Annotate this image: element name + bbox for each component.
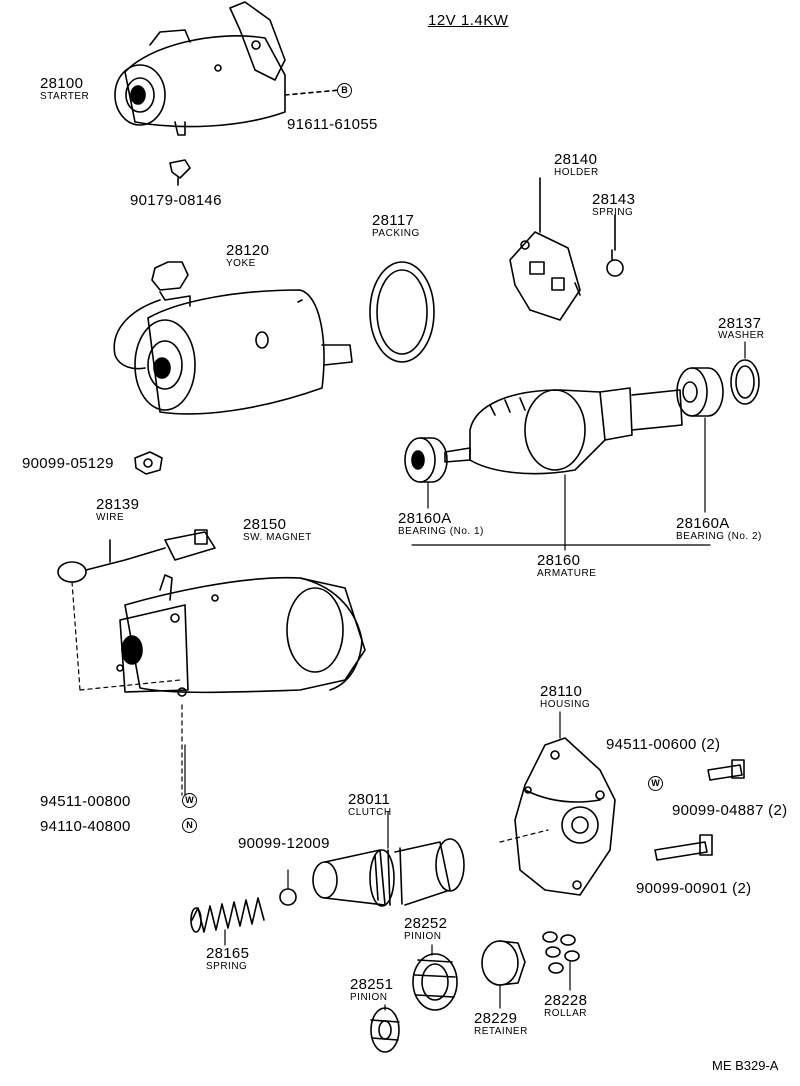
housing-drawing — [499, 711, 616, 896]
sw-magnet-drawing — [71, 574, 366, 796]
badge-n-icon: N — [182, 818, 197, 833]
yoke-part-no: 28120 — [226, 242, 270, 259]
bearing2-part-name: BEARING (No. 2) — [676, 531, 762, 542]
short-bolt-drawing — [707, 759, 745, 781]
packing-part-name: PACKING — [372, 228, 420, 239]
ball-part-no: 90099-12009 — [238, 835, 330, 852]
bearing1-part-no: 28160A — [398, 510, 452, 527]
reference-code: ME B329-A — [712, 1058, 779, 1073]
terminal-nut-drawing — [169, 159, 191, 186]
return-spring-drawing — [190, 897, 265, 933]
wire-drawing — [57, 529, 216, 583]
rollar-part-name: ROLLAR — [544, 1008, 588, 1019]
rollar-part-no: 28228 — [544, 992, 588, 1009]
wire-part-no: 28139 — [96, 496, 140, 513]
bearing-no1-drawing — [404, 437, 448, 483]
terminal-nut-part-no: 90179-08146 — [130, 192, 222, 209]
packing-drawing — [369, 261, 435, 363]
brush-spring-drawing — [606, 214, 624, 277]
clutch-part-no: 28011 — [348, 791, 391, 808]
armature-leader-lines — [411, 341, 746, 551]
badge-w-icon: W — [182, 793, 197, 808]
brush-spring-part-name: SPRING — [592, 207, 634, 218]
badge-b-icon: B — [337, 83, 352, 98]
armature-part-no: 28160 — [537, 552, 581, 569]
long-bolt-part-no: 90099-00901 (2) — [636, 880, 752, 897]
rollers-drawing — [542, 931, 580, 991]
yoke-drawing — [113, 261, 353, 415]
retainer-part-name: RETAINER — [474, 1026, 528, 1037]
return-spring-part-no: 28165 — [206, 945, 250, 962]
holder-part-no: 28140 — [554, 151, 598, 168]
packing-part-no: 28117 — [372, 212, 415, 229]
badge-w2-icon: W — [648, 776, 663, 791]
bearing2-part-no: 28160A — [676, 515, 730, 532]
diagram-title: 12V 1.4KW — [428, 12, 509, 29]
bearing1-part-name: BEARING (No. 1) — [398, 526, 484, 537]
housing-part-no: 28110 — [540, 683, 583, 700]
armature-part-name: ARMATURE — [537, 568, 597, 579]
washer-part-name: WASHER — [718, 330, 765, 341]
starter-assembly-drawing — [114, 1, 341, 136]
armature-drawing — [444, 387, 683, 475]
brush-spring-part-no: 28143 — [592, 191, 636, 208]
clutch-drawing — [312, 811, 465, 907]
pinion-a-part-name: PINION — [404, 931, 442, 942]
nut-n-part-no: 94110-40800 — [40, 818, 131, 835]
housing-part-name: HOUSING — [540, 699, 591, 710]
pinion-b-drawing — [370, 1007, 400, 1053]
retainer-part-no: 28229 — [474, 1010, 518, 1027]
housing-washer-part-no: 94511-00600 (2) — [606, 736, 721, 753]
sw-magnet-part-name: SW. MAGNET — [243, 532, 312, 543]
short-bolt-part-no: 90099-04887 (2) — [672, 802, 788, 819]
wire-part-name: WIRE — [96, 512, 125, 523]
yoke-part-name: YOKE — [226, 258, 256, 269]
return-spring-part-name: SPRING — [206, 961, 248, 972]
starter-part-name: STARTER — [40, 91, 90, 102]
long-bolt-drawing — [654, 834, 713, 861]
pinion-a-drawing — [412, 944, 458, 1011]
starter-nut-part-no: 91611-61055 — [287, 116, 378, 133]
washer-part-no: 28137 — [718, 315, 762, 332]
bearing-no2-drawing — [676, 367, 724, 417]
misc-leader-lines — [184, 744, 386, 1011]
washer-w-part-no: 94511-00800 — [40, 793, 131, 810]
pinion-a-part-no: 28252 — [404, 915, 448, 932]
starter-part-no: 28100 — [40, 75, 84, 92]
sw-magnet-part-no: 28150 — [243, 516, 287, 533]
clutch-part-name: CLUTCH — [348, 807, 392, 818]
retainer-drawing — [481, 940, 526, 1009]
brush-holder-drawing — [509, 177, 581, 321]
steel-ball-drawing — [279, 888, 297, 906]
pinion-b-part-no: 28251 — [350, 976, 394, 993]
washer-drawing — [730, 359, 760, 405]
holder-part-name: HOLDER — [554, 167, 599, 178]
yoke-nut-drawing — [134, 451, 163, 475]
yoke-nut-part-no: 90099-05129 — [22, 455, 114, 472]
pinion-b-part-name: PINION — [350, 992, 388, 1003]
